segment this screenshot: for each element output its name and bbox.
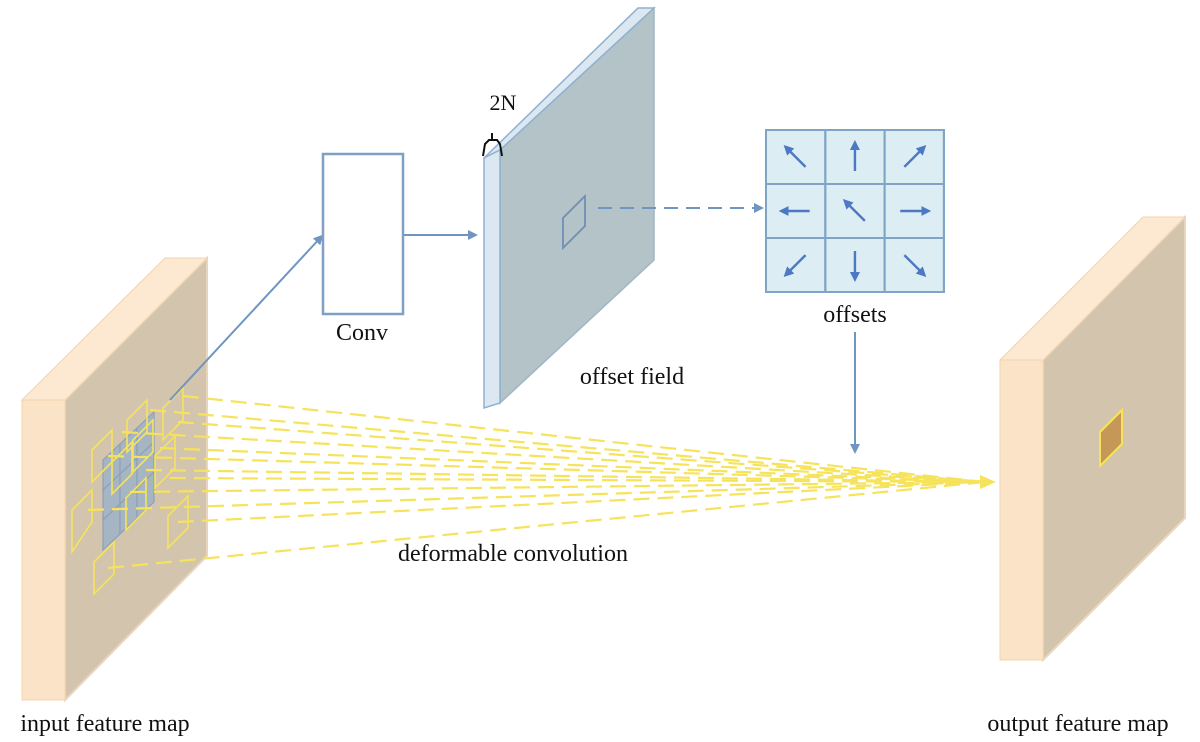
- output-map-front-edge: [999, 359, 1044, 661]
- offset-arrow-down-left: [783, 254, 807, 278]
- deformable-convolution-rays: [87, 394, 986, 570]
- input-map-front-edge: [21, 399, 66, 701]
- offset-arrow-up-right: [903, 144, 927, 168]
- offset-field: [483, 6, 656, 410]
- output-feature-map: [998, 214, 1187, 663]
- output-feature-map-label: output feature map: [987, 711, 1168, 737]
- two-n-label: 2N: [490, 90, 517, 115]
- offsets-grid: [765, 129, 945, 293]
- offsets-label: offsets: [823, 302, 887, 328]
- offset-arrow-down-right: [903, 254, 927, 278]
- conv-box: [321, 152, 405, 316]
- input-feature-map-label: input feature map: [20, 711, 189, 737]
- offset-field-label: offset field: [580, 364, 684, 390]
- deformed-sampling-locations: [71, 386, 189, 596]
- offset-field-front-edge: [483, 148, 501, 410]
- two-n-bracket: [482, 133, 503, 157]
- deformable-convolution-label: deformable convolution: [398, 541, 628, 567]
- input-map-top-face: [20, 257, 209, 401]
- offset-arrow-up-left: [842, 198, 866, 222]
- offsets-grid-cell: [883, 237, 945, 293]
- input-to-conv-arrow: [169, 234, 324, 401]
- conv-label: Conv: [336, 320, 388, 346]
- offset-field-highlight-cell: [562, 193, 586, 251]
- output-cell: [1099, 407, 1123, 469]
- offset-arrow-up-left: [783, 144, 807, 168]
